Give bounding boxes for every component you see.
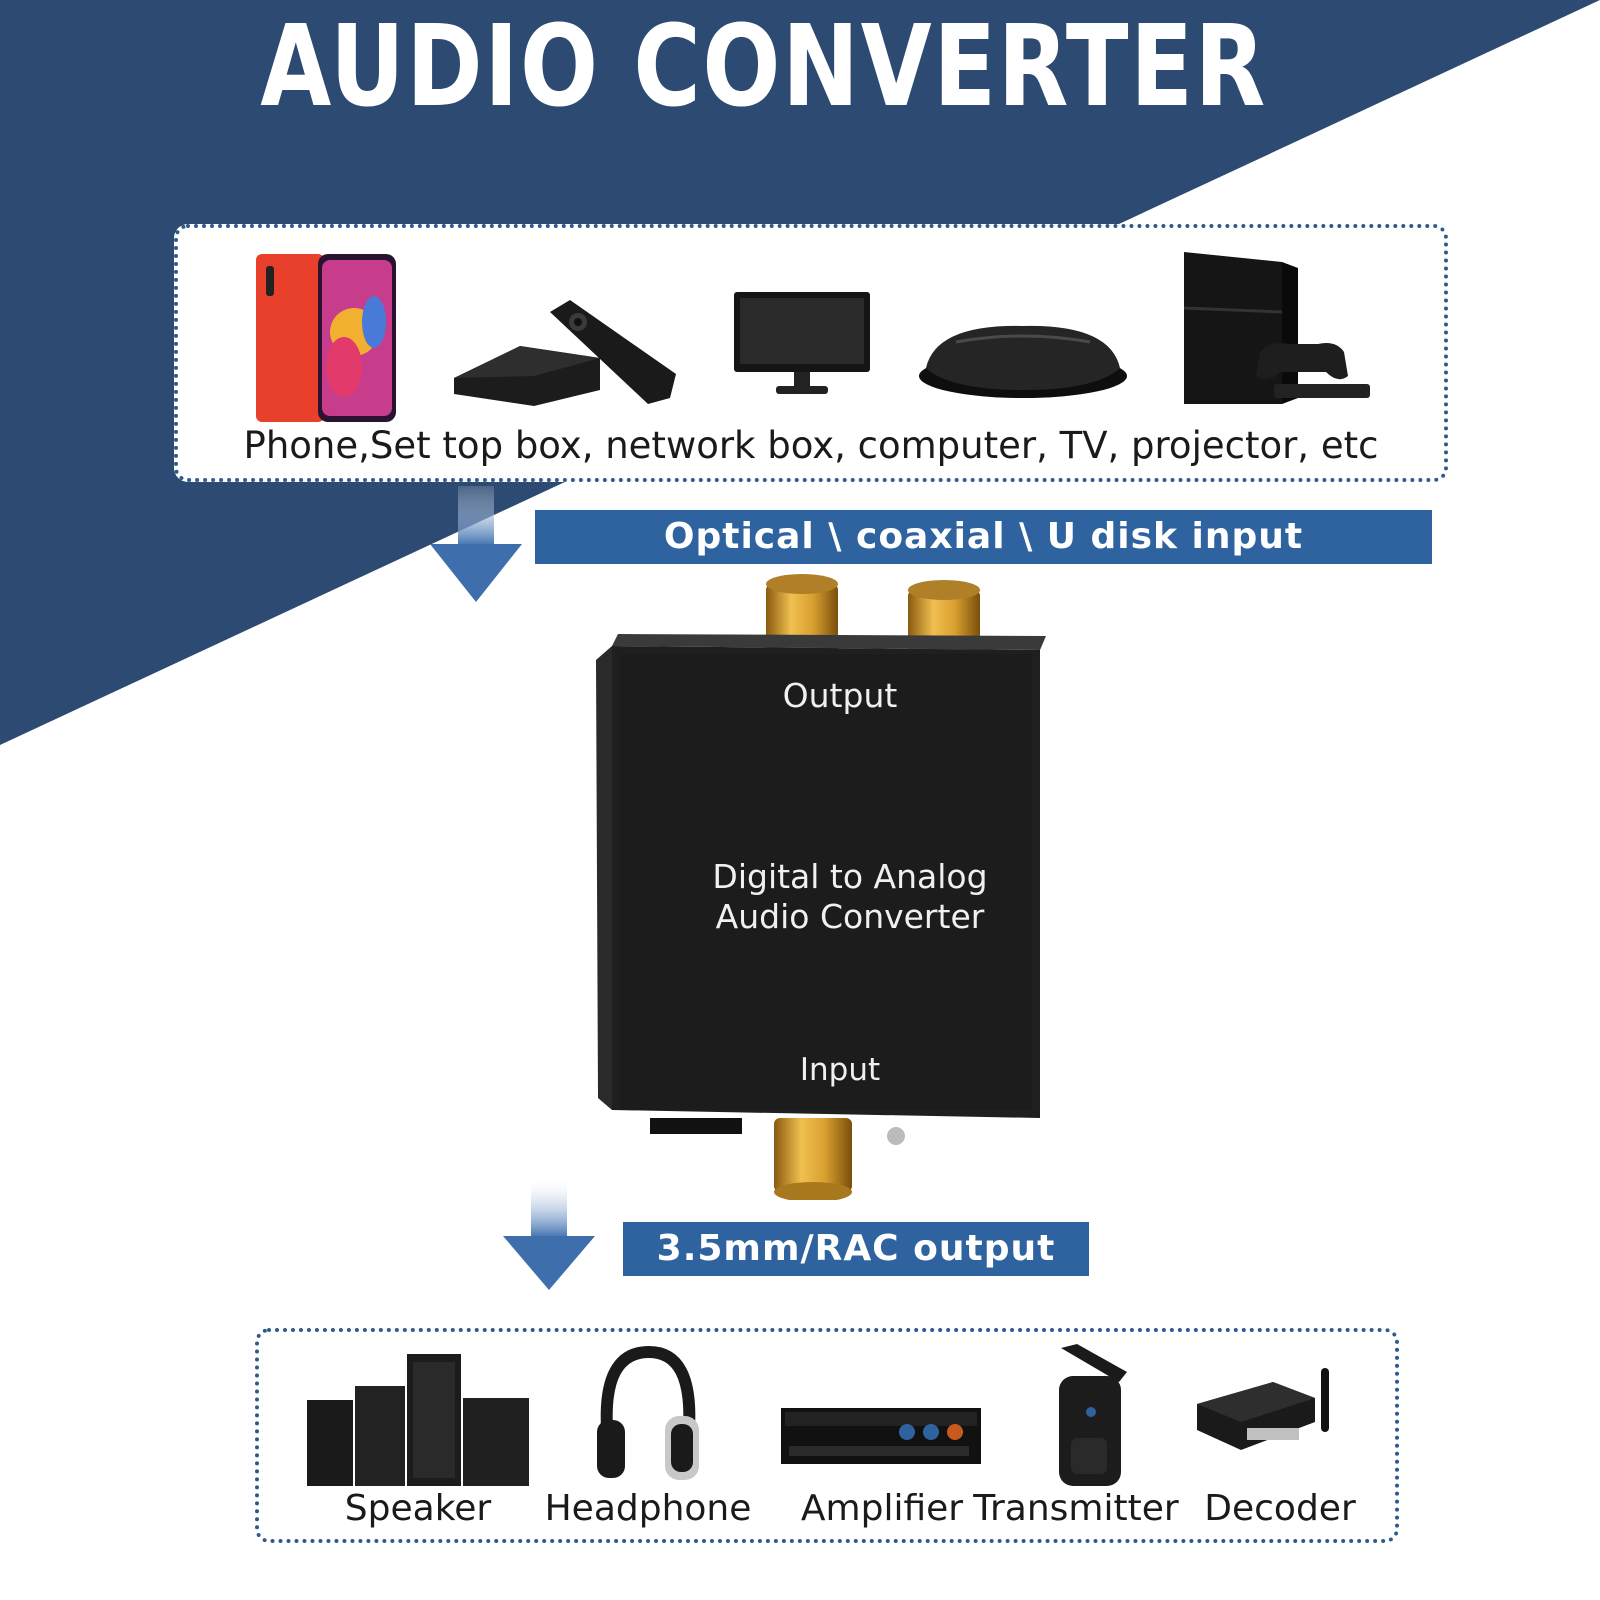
converter-title-line1: Digital to Analog [712,857,988,896]
input-banner: Optical \ coaxial \ U disk input [535,510,1432,564]
target-label-decoder: Decoder [1204,1488,1356,1529]
decoder-icon [1197,1368,1329,1450]
phone-icon [256,254,396,422]
output-banner: 3.5mm/RAC output [623,1222,1089,1276]
target-label-speaker: Speaker [344,1488,492,1529]
source-devices-box: Phone,Set top box, network box, computer… [174,224,1448,482]
headphone-icon [597,1345,699,1480]
arrow-down-icon [430,486,522,602]
source-devices-caption: Phone,Set top box, network box, computer… [243,424,1379,467]
converter-input-label: Input [799,1052,881,1088]
network-box-icon [919,325,1127,398]
target-label-headphone: Headphone [544,1488,752,1529]
page-title: AUDIO CONVERTER [260,2,1267,132]
output-devices-box [255,1328,1399,1543]
set-top-box-icon [454,300,676,406]
amplifier-icon [781,1408,981,1464]
target-label-amplifier: Amplifier [800,1488,964,1529]
target-label-transmitter: Transmitter [973,1488,1179,1529]
converter-title-line2: Audio Converter [715,897,985,936]
converter-device [596,574,1046,1200]
converter-output-label: Output [782,676,898,715]
monitor-icon [734,292,870,394]
speaker-icon [307,1354,529,1486]
transmitter-icon [1059,1344,1127,1486]
game-console-icon [1183,252,1370,404]
arrow-down-icon [503,1180,595,1290]
